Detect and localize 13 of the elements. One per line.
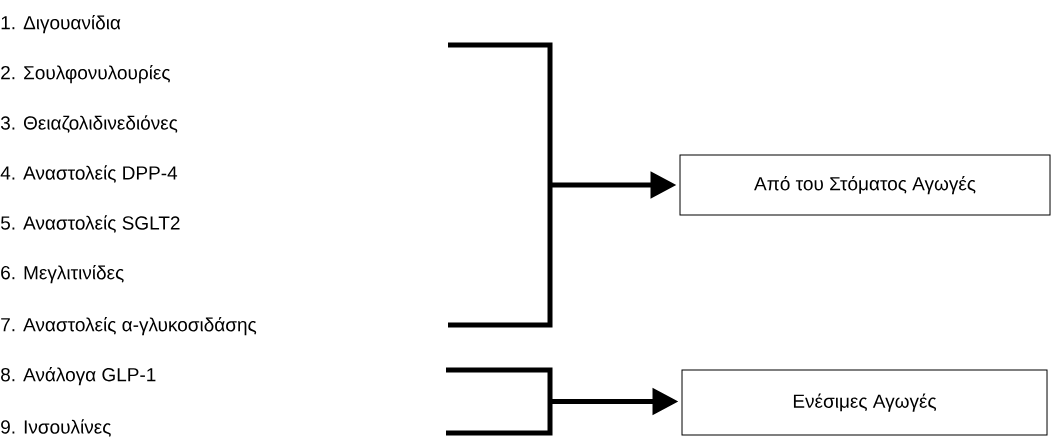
list-item: 8. Ανάλογα GLP-1 bbox=[1, 366, 156, 386]
bracket bbox=[448, 42, 553, 328]
list-item: 9. Ινσουλίνες bbox=[1, 419, 111, 437]
list-item: 4. Αναστολείς DPP-4 bbox=[0, 165, 178, 183]
list-item: 5. Αναστολείς SGLT2 bbox=[0, 215, 180, 233]
list-item: 2. Σουλφονυλουρίες bbox=[1, 64, 170, 84]
list-item: 6. Μεγλιτινίδες bbox=[1, 264, 124, 284]
label-box: Από του Στόματος Αγωγές bbox=[679, 154, 1051, 216]
bracket bbox=[446, 367, 553, 436]
list-item: 1. Διγουανίδια bbox=[1, 14, 121, 34]
list-item: 7. Αναστολείς α-γλυκοσιδάσης bbox=[1, 316, 257, 336]
list-item: 3. Θειαζολιδινεδιόνες bbox=[0, 115, 178, 133]
label-box: Ενέσιμες Αγωγές bbox=[681, 369, 1048, 436]
